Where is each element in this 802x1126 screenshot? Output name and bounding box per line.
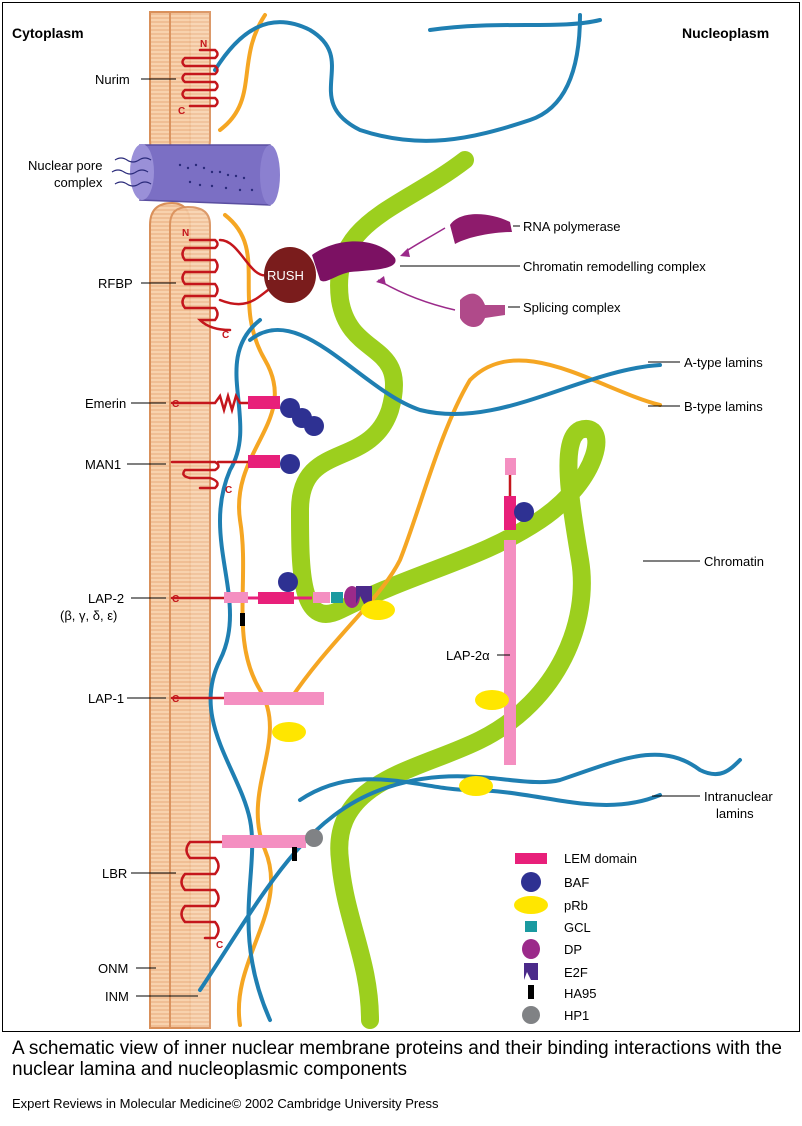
lap2a-label: LAP-2α xyxy=(446,648,490,663)
lap2a-bar xyxy=(504,540,516,765)
legend-label-ha95: HA95 xyxy=(564,986,597,1001)
lap2-label: LAP-2 xyxy=(88,591,124,606)
lap2-pink-2 xyxy=(313,592,330,603)
prb-lap1 xyxy=(272,722,306,742)
hp1-lbr xyxy=(305,829,323,847)
legend-label-lem: LEM domain xyxy=(564,851,637,866)
man1-label: MAN1 xyxy=(85,457,121,472)
chromatin-remodelling-complex xyxy=(312,241,396,281)
lap2a-top xyxy=(505,458,516,475)
lap2-isoforms-label: (β, γ, δ, ε) xyxy=(60,608,117,623)
nurim-c-terminal: C xyxy=(178,106,185,117)
nurim-n-terminal: N xyxy=(200,39,207,50)
rna-polymerase xyxy=(450,214,512,244)
b-type-lamins-label: B-type lamins xyxy=(684,399,763,414)
lem-bar-icon xyxy=(515,853,547,864)
legend-label-baf: BAF xyxy=(564,875,589,890)
emerin-c-terminal: C xyxy=(172,399,179,410)
lbr-bar xyxy=(222,835,306,848)
hp1-circle-icon xyxy=(522,1006,540,1024)
rush-label: RUSH xyxy=(267,268,304,283)
baf-emerin-3 xyxy=(304,416,324,436)
prb-ellipse-icon xyxy=(514,896,548,914)
lap1-label: LAP-1 xyxy=(88,691,124,706)
prb-lap2a-1 xyxy=(475,690,509,710)
baf-circle-icon xyxy=(521,872,541,892)
lap1-bar xyxy=(224,692,324,705)
baf-lap2a xyxy=(514,502,534,522)
lap1-c-terminal: C xyxy=(172,694,179,705)
npc-label-line2: complex xyxy=(54,175,103,190)
lem-domain-lap2 xyxy=(258,592,294,604)
emerin-label: Emerin xyxy=(85,396,126,411)
nurim-label: Nurim xyxy=(95,72,130,87)
cytoplasm-label: Cytoplasm xyxy=(12,25,84,41)
lap2-c-terminal: C xyxy=(172,594,179,605)
ha95-bar-icon xyxy=(528,985,534,999)
dp-circle-icon xyxy=(522,939,540,959)
prb-lap2a-2 xyxy=(459,776,493,796)
splicing-complex xyxy=(460,294,505,327)
chromatin-fiber xyxy=(300,160,596,1020)
gcl-lap2 xyxy=(331,592,343,603)
rfbp-c-terminal: C xyxy=(222,330,229,341)
baf-lap2 xyxy=(278,572,298,592)
nucleoplasm-label: Nucleoplasm xyxy=(682,25,769,41)
lem-domain-emerin xyxy=(248,396,280,409)
ha95-lap2 xyxy=(240,613,245,626)
splicing-complex-label: Splicing complex xyxy=(523,300,621,315)
ha95-lbr xyxy=(292,847,297,861)
diagram: Cytoplasm Nucleoplasm Nurim Nuclear pore… xyxy=(0,0,802,1034)
a-type-lamins-label: A-type lamins xyxy=(684,355,763,370)
legend: LEM domain BAF pRb GCL DP E2F HA95 HP1 xyxy=(514,851,637,1024)
chromatin-remodelling-label: Chromatin remodelling complex xyxy=(523,259,706,274)
legend-label-e2f: E2F xyxy=(564,965,588,980)
rfbp-n-terminal: N xyxy=(182,228,189,239)
rna-polymerase-label: RNA polymerase xyxy=(523,219,621,234)
lbr-label: LBR xyxy=(102,866,127,881)
b-type-lamins xyxy=(220,15,660,1025)
figure-credit: Expert Reviews in Molecular Medicine© 20… xyxy=(12,1096,438,1111)
rfbp-label: RFBP xyxy=(98,276,133,291)
gcl-square-icon xyxy=(525,921,537,932)
prb-lap2 xyxy=(361,600,395,620)
legend-label-gcl: GCL xyxy=(564,920,591,935)
lap2-pink-1 xyxy=(224,592,248,603)
e2f-notch-icon xyxy=(524,963,538,980)
baf-man1 xyxy=(280,454,300,474)
legend-label-hp1: HP1 xyxy=(564,1008,589,1023)
lbr-c-terminal: C xyxy=(216,940,223,951)
man1-c-terminal: C xyxy=(225,485,232,496)
npc-label-line1: Nuclear pore xyxy=(28,158,102,173)
lem-domain-man1 xyxy=(248,455,280,468)
nuclear-pore-complex xyxy=(112,144,280,205)
chromatin-label: Chromatin xyxy=(704,554,764,569)
inm-upper xyxy=(170,12,210,158)
onm-label: ONM xyxy=(98,961,128,976)
intranuclear-lamins-label-line2: lamins xyxy=(716,806,754,821)
figure-caption: A schematic view of inner nuclear membra… xyxy=(12,1038,792,1080)
inm-label: INM xyxy=(105,989,129,1004)
legend-label-prb: pRb xyxy=(564,898,588,913)
intranuclear-lamins-label-line1: Intranuclear xyxy=(704,789,773,804)
legend-label-dp: DP xyxy=(564,942,582,957)
